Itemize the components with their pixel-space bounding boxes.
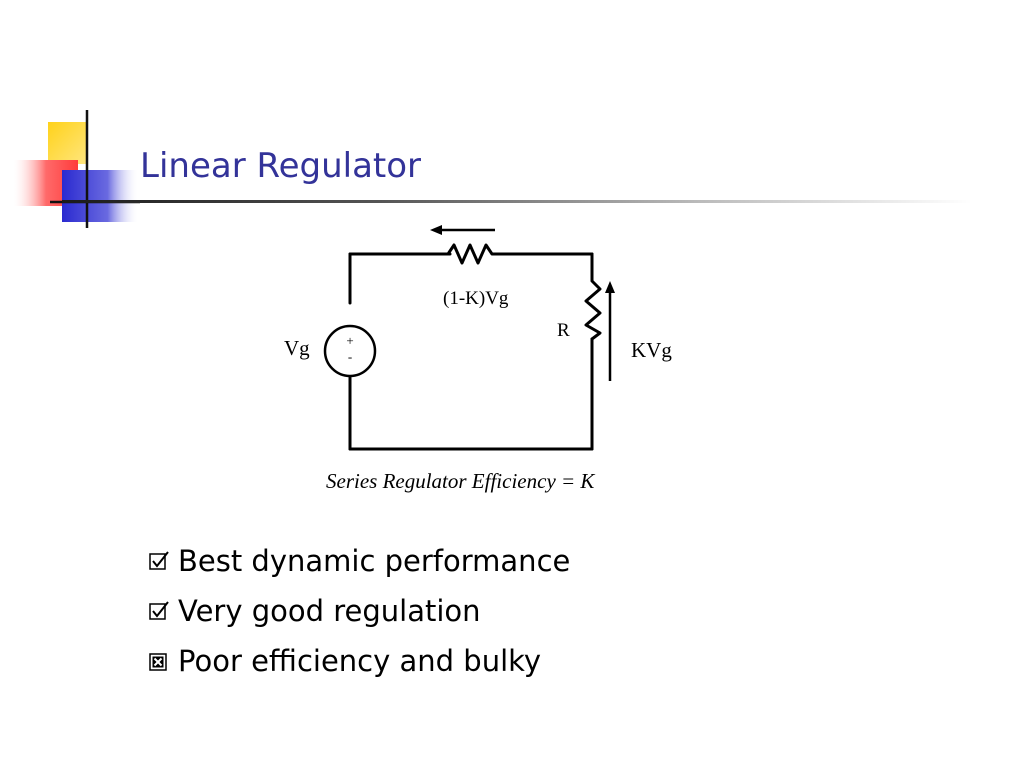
circuit-diagram: + - Vg (1-K)Vg R KVg: [284, 225, 672, 451]
slide-title: Linear Regulator: [140, 146, 422, 186]
checked-box-icon: [149, 601, 169, 620]
crossed-box-icon: [149, 653, 167, 671]
source-plus: +: [346, 333, 353, 348]
checked-box-icon: [149, 551, 169, 570]
title-underline: [62, 200, 972, 203]
list-item: Best dynamic performance: [148, 536, 570, 586]
bullet-text: Very good regulation: [178, 594, 481, 628]
output-label: KVg: [631, 338, 672, 362]
yellow-square: [48, 122, 88, 164]
voltage-arrow-head: [605, 281, 615, 293]
load-resistor: [584, 252, 602, 341]
blue-square: [62, 170, 138, 222]
bullet-text: Poor efficiency and bulky: [178, 644, 542, 678]
list-item: Poor efficiency and bulky: [148, 636, 570, 686]
list-item: Very good regulation: [148, 586, 570, 636]
current-arrow-head: [430, 225, 442, 235]
bullet-list: Best dynamic performance Very good regul…: [148, 536, 570, 686]
efficiency-caption: Series Regulator Efficiency = K: [326, 469, 595, 493]
voltage-source: [323, 324, 377, 378]
source-label: Vg: [284, 336, 310, 360]
corner-decoration: [14, 110, 140, 228]
load-label: R: [557, 320, 570, 341]
series-drop-label: (1-K)Vg: [443, 288, 509, 309]
series-resistor: [428, 243, 512, 265]
bullet-text: Best dynamic performance: [178, 544, 571, 578]
source-minus: -: [348, 349, 352, 364]
